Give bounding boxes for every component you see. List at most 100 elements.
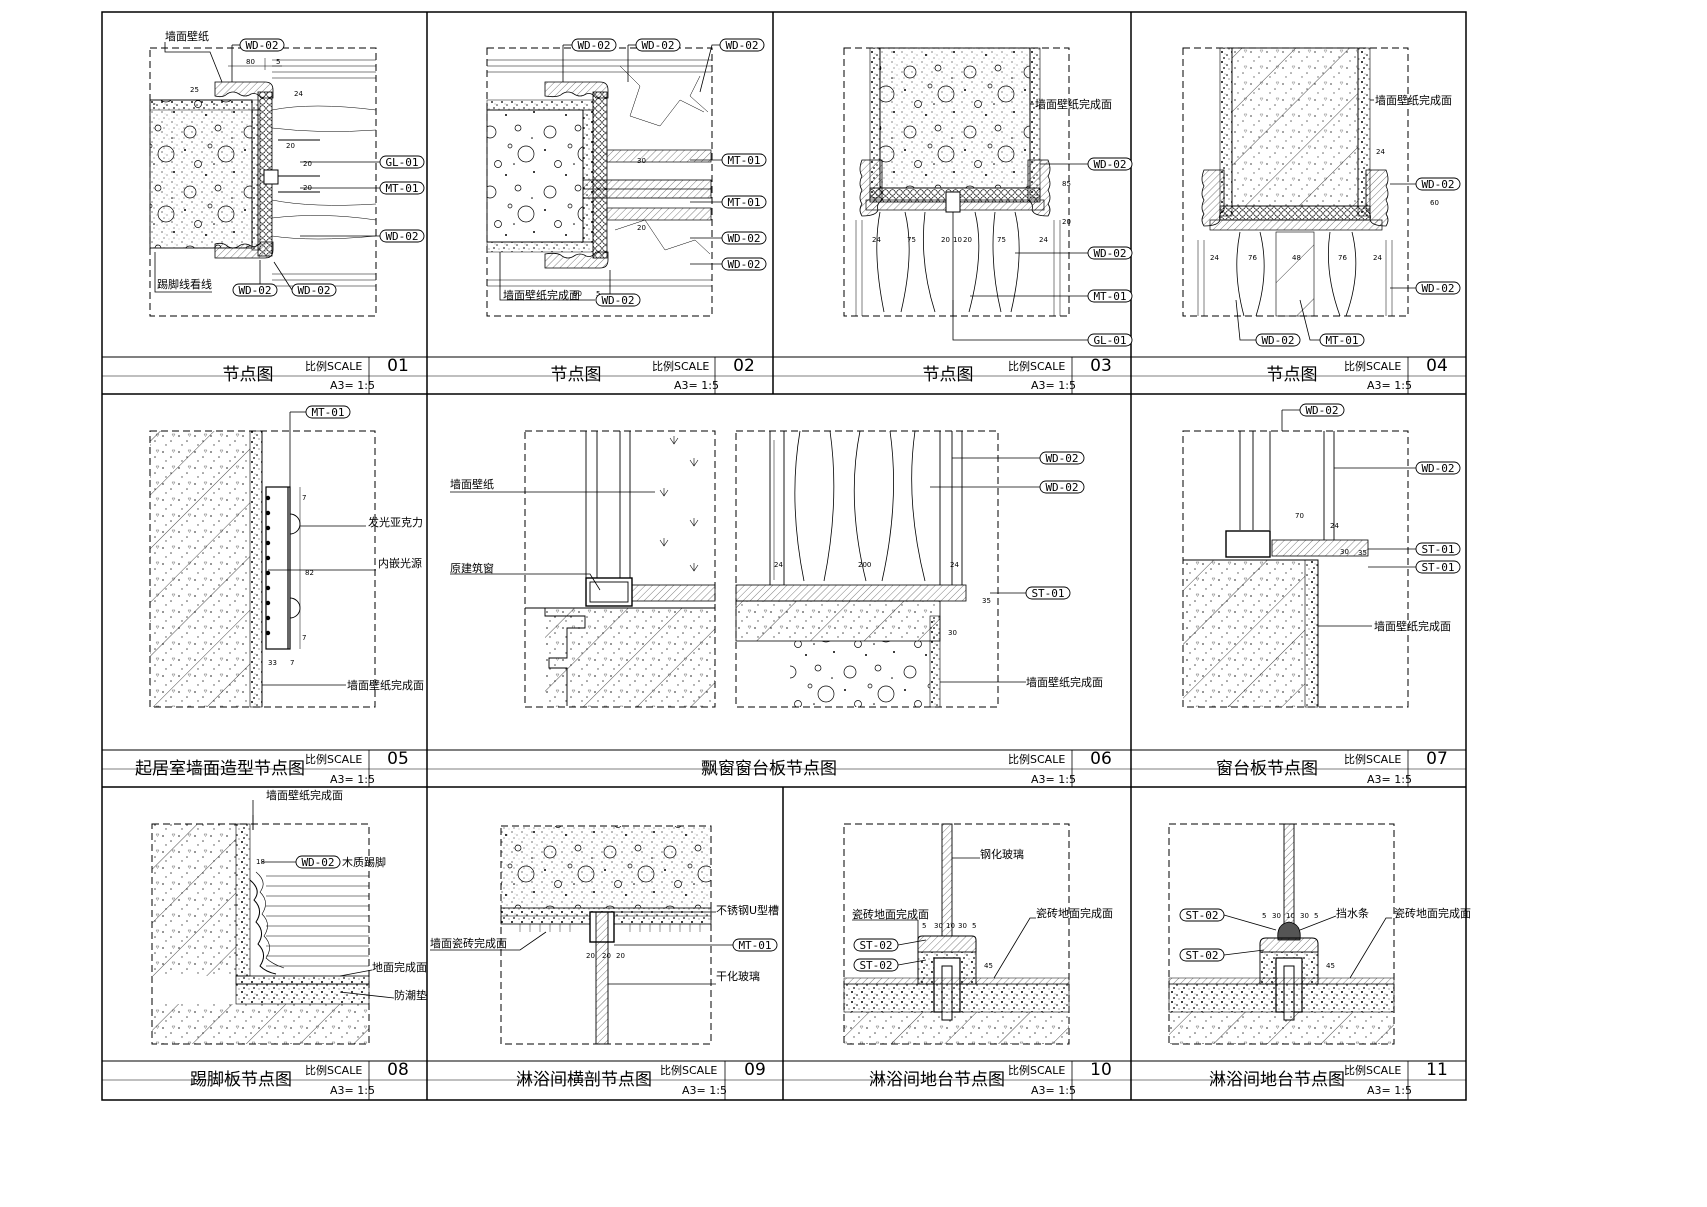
- detail-title-02: 节点图: [551, 365, 602, 385]
- tag-03-a: WD-02: [1093, 158, 1126, 171]
- detail-title-10: 淋浴间地台节点图: [869, 1070, 1005, 1090]
- detail-title-07: 窗台板节点图: [1216, 759, 1318, 779]
- detail-01-drawing: 80 5 25 24 20 20 20 墙面壁纸 踢脚线看线 WD-02 GL-…: [149, 29, 425, 317]
- svg-text:80: 80: [246, 58, 255, 66]
- detail-number-03: 03: [1090, 356, 1112, 376]
- detail-04-drawing: 24 76 48 76 24 24 60 墙面壁纸完成面 WD-02 WD-02…: [1182, 47, 1461, 347]
- label-wallpaper-01: 墙面壁纸: [165, 29, 209, 43]
- detail-08-drawing: 18 墙面壁纸完成面 WD-02 木质踢脚 地面完成面 防潮垫: [151, 788, 427, 1045]
- svg-text:10: 10: [953, 236, 962, 244]
- tag-01-f: WD-02: [297, 284, 330, 297]
- svg-text:20: 20: [637, 224, 646, 232]
- tag-02-f: WD-02: [727, 232, 760, 245]
- svg-text:35: 35: [982, 597, 991, 605]
- detail-09-drawing: 20 20 20 不锈钢U型槽 墙面瓷砖完成面 MT-01 干化玻璃: [430, 825, 779, 1045]
- label-tile-right-10: 瓷砖地面完成面: [1036, 906, 1113, 920]
- detail-07-drawing: 70 24 30 35 墙面壁纸完成面 WD-02 WD-02 ST-01 ST…: [1182, 403, 1461, 708]
- tag-01-d: WD-02: [385, 230, 418, 243]
- label-moisture-08: 防潮垫: [394, 988, 427, 1002]
- scale-value-09: A3= 1:5: [682, 1084, 727, 1097]
- svg-text:30: 30: [1340, 548, 1349, 556]
- detail-title-05: 起居室墙面造型节点图: [135, 759, 305, 779]
- label-finish-05: 墙面壁纸完成面: [347, 678, 424, 692]
- detail-06-drawing: 墙面壁纸 原建筑窗 24 200 24 35 30 墙面壁纸完成面 WD-02: [450, 430, 1103, 708]
- tag-01-a: WD-02: [245, 39, 278, 52]
- detail-number-01: 01: [387, 356, 409, 376]
- detail-03-drawing: 24 75 20 10 20 75 24 85 20 墙面壁纸完成面 WD-02…: [843, 47, 1133, 347]
- scale-label-02: 比例SCALE: [652, 359, 709, 373]
- svg-text:7: 7: [302, 634, 306, 642]
- detail-title-08: 踢脚板节点图: [190, 1070, 292, 1090]
- svg-text:20: 20: [963, 236, 972, 244]
- detail-02-drawing: 80 5 30 20 墙面壁纸完成面 WD-02 WD-02 WD-02 MT-…: [486, 38, 767, 317]
- tag-03-c: MT-01: [1093, 290, 1126, 303]
- label-finish-08: 墙面壁纸完成面: [266, 788, 343, 802]
- title-block-row-2: [102, 749, 1466, 787]
- tag-05-a: MT-01: [311, 406, 344, 419]
- detail-number-11: 11: [1426, 1060, 1448, 1080]
- svg-text:10: 10: [1286, 912, 1295, 920]
- scale-label-09: 比例SCALE: [660, 1063, 717, 1077]
- svg-text:30: 30: [1300, 912, 1309, 920]
- scale-label-11: 比例SCALE: [1344, 1063, 1401, 1077]
- tag-06-c: ST-01: [1031, 587, 1064, 600]
- svg-text:24: 24: [1330, 522, 1339, 530]
- svg-text:48: 48: [1292, 254, 1301, 262]
- svg-text:25: 25: [190, 86, 199, 94]
- label-floor-08: 地面完成面: [372, 960, 427, 974]
- svg-text:5: 5: [922, 922, 926, 930]
- tag-07-b: WD-02: [1421, 462, 1454, 475]
- scale-value-01: A3= 1:5: [330, 379, 375, 392]
- svg-text:24: 24: [950, 561, 959, 569]
- tag-09-a: MT-01: [738, 939, 771, 952]
- svg-text:33: 33: [268, 659, 277, 667]
- scale-value-02: A3= 1:5: [674, 379, 719, 392]
- label-tile-09: 墙面瓷砖完成面: [430, 936, 507, 950]
- svg-text:5: 5: [972, 922, 976, 930]
- scale-value-11: A3= 1:5: [1367, 1084, 1412, 1097]
- svg-text:76: 76: [1338, 254, 1347, 262]
- scale-label-01: 比例SCALE: [305, 359, 362, 373]
- svg-text:5: 5: [596, 290, 600, 298]
- detail-title-11: 淋浴间地台节点图: [1209, 1070, 1345, 1090]
- svg-text:24: 24: [1376, 148, 1385, 156]
- svg-text:5: 5: [276, 58, 280, 66]
- tag-02-a: WD-02: [577, 39, 610, 52]
- tag-04-d: MT-01: [1325, 334, 1358, 347]
- scale-value-07: A3= 1:5: [1367, 773, 1412, 786]
- scale-label-03: 比例SCALE: [1008, 359, 1065, 373]
- tag-08-a: WD-02: [301, 856, 334, 869]
- svg-text:5: 5: [1262, 912, 1266, 920]
- tag-10-b: ST-02: [859, 959, 892, 972]
- detail-11-drawing: 5 30 10 30 5 45 ST-02 ST-02 挡水条 瓷砖地面完成面: [1168, 823, 1471, 1045]
- tag-06-a: WD-02: [1045, 452, 1078, 465]
- svg-text:20: 20: [286, 142, 295, 150]
- svg-text:30: 30: [934, 922, 943, 930]
- tag-02-g: WD-02: [727, 258, 760, 271]
- svg-text:24: 24: [294, 90, 303, 98]
- tag-07-d: ST-01: [1421, 561, 1454, 574]
- svg-text:75: 75: [997, 236, 1006, 244]
- label-skirting-01: 踢脚线看线: [157, 277, 212, 291]
- tag-01-b: GL-01: [385, 156, 418, 169]
- detail-number-05: 05: [387, 749, 409, 769]
- scale-value-06: A3= 1:5: [1031, 773, 1076, 786]
- label-glass-09: 干化玻璃: [716, 969, 760, 983]
- svg-text:45: 45: [984, 962, 993, 970]
- title-block-row-1: [102, 356, 1466, 395]
- tag-07-c: ST-01: [1421, 543, 1454, 556]
- detail-number-07: 07: [1426, 749, 1448, 769]
- label-glass-10: 钢化玻璃: [980, 847, 1024, 861]
- sheet-border: [101, 11, 1467, 1101]
- svg-text:45: 45: [1326, 962, 1335, 970]
- tag-02-e: MT-01: [727, 196, 760, 209]
- scale-label-10: 比例SCALE: [1008, 1063, 1065, 1077]
- scale-label-07: 比例SCALE: [1344, 752, 1401, 766]
- scale-label-06: 比例SCALE: [1008, 752, 1065, 766]
- tag-07-a: WD-02: [1305, 404, 1338, 417]
- svg-text:60: 60: [1430, 199, 1439, 207]
- scale-value-04: A3= 1:5: [1367, 379, 1412, 392]
- detail-number-02: 02: [733, 356, 755, 376]
- tag-04-c: WD-02: [1261, 334, 1294, 347]
